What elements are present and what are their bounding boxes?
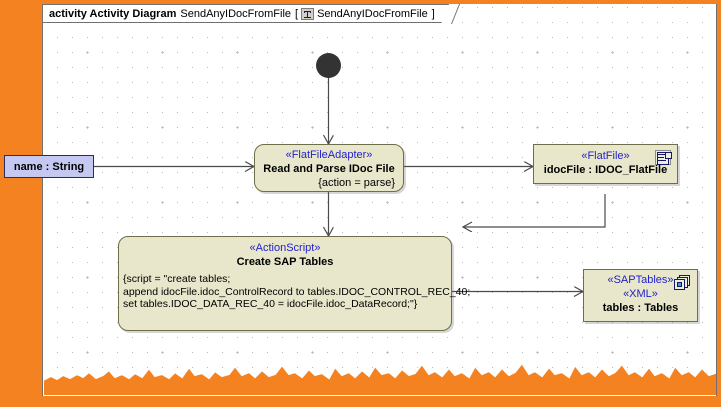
frame-bracket-close: ]	[431, 7, 435, 20]
frame-keyword: activity Activity Diagram	[49, 7, 177, 20]
initial-node[interactable]	[316, 53, 341, 78]
stacked-documents-icon	[674, 275, 691, 291]
action-read-and-parse-idoc-file[interactable]: «FlatFileAdapter» Read and Parse IDoc Fi…	[254, 144, 404, 192]
action-create-sap-tables[interactable]: «ActionScript» Create SAP Tables {script…	[118, 236, 471, 331]
object-node-name: idocFile : IDOC_FlatFile	[543, 164, 668, 176]
action-stereotype: «ActionScript»	[249, 242, 321, 254]
action-stereotype: «FlatFileAdapter»	[285, 149, 373, 161]
action-script-line-1: {script = "create tables;	[123, 273, 231, 285]
activity-diagram-frame: «FlatFileAdapter» Read and Parse IDoc Fi…	[42, 4, 717, 396]
edge-layer	[93, 78, 606, 396]
frame-bracket-open: [	[295, 7, 299, 20]
document-icon	[655, 150, 672, 165]
frame-title-bar: activity Activity Diagram SendAnyIDocFro…	[42, 4, 460, 24]
action-script-line-2: append idocFile.idoc_ControlRecord to ta…	[123, 285, 471, 298]
frame-qualified-name: SendAnyIDocFromFile	[317, 7, 428, 20]
object-node-stereotype: «SAPTables»	[607, 274, 674, 286]
torn-edge	[43, 361, 716, 396]
action-script-line-3: set tables.IDOC_DATA_REC_40 = idocFile.i…	[123, 298, 418, 310]
frame-name: SendAnyIDocFromFile	[180, 7, 292, 20]
object-node-name: tables : Tables	[602, 302, 679, 314]
object-node-stereotype: «FlatFile»	[581, 150, 630, 162]
action-name: Create SAP Tables	[236, 256, 334, 268]
object-node-stereotype-secondary: «XML»	[623, 288, 658, 300]
edge-flatfile-to-createtables	[463, 194, 606, 227]
action-tagged-value: {action = parse}	[318, 177, 395, 189]
object-node-tables[interactable]: «SAPTables» «XML» tables : Tables	[583, 269, 698, 322]
parameter-label: name : String	[13, 160, 85, 173]
activity-parameter-node-name-string[interactable]: name : String	[4, 155, 94, 178]
activity-diagram-icon	[301, 7, 315, 20]
action-name: Read and Parse IDoc File	[263, 163, 395, 175]
object-node-idocfile[interactable]: «FlatFile» idocFile : IDOC_FlatFile	[533, 144, 678, 184]
